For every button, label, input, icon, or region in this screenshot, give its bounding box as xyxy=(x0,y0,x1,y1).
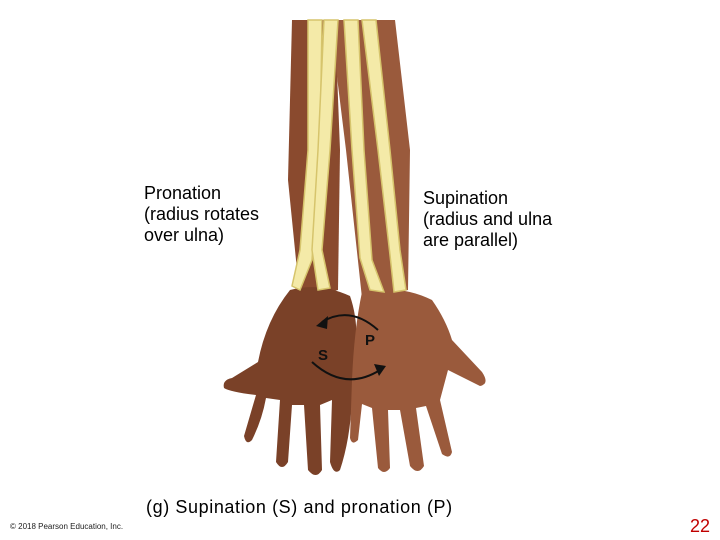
bones xyxy=(291,19,407,293)
supinated-hand xyxy=(350,289,486,472)
bone-supinated-ulna xyxy=(361,19,407,293)
arrow-bottom xyxy=(311,361,381,381)
p-marker: P xyxy=(365,332,375,349)
label-supination-line-1: Supination xyxy=(423,188,509,208)
arrow-top-head xyxy=(316,316,328,329)
label-supination-line-2: (radius and ulna xyxy=(423,209,553,229)
bone-supinated-radius xyxy=(343,19,386,293)
page-number: 22 xyxy=(690,516,711,536)
figure-caption: (g) Supination (S) and pronation (P) xyxy=(146,497,453,517)
s-marker: S xyxy=(318,347,328,364)
copyright-notice: © 2018 Pearson Education, Inc. xyxy=(10,522,124,531)
pronated-hand xyxy=(223,287,357,475)
label-pronation-line-3: over ulna) xyxy=(144,225,225,245)
label-supination: Supination (radius and ulna are parallel… xyxy=(423,188,552,251)
rotation-arrows xyxy=(311,314,386,381)
label-supination-line-3: are parallel) xyxy=(423,230,519,250)
arrow-bottom-head xyxy=(374,364,386,376)
pronated-forearm xyxy=(223,20,357,475)
label-pronation-line-2: (radius rotates xyxy=(144,204,260,224)
label-pronation: Pronation (radius rotates over ulna) xyxy=(144,183,259,246)
label-pronation-line-1: Pronation xyxy=(144,183,222,203)
bone-pronated-ulna xyxy=(311,19,339,291)
